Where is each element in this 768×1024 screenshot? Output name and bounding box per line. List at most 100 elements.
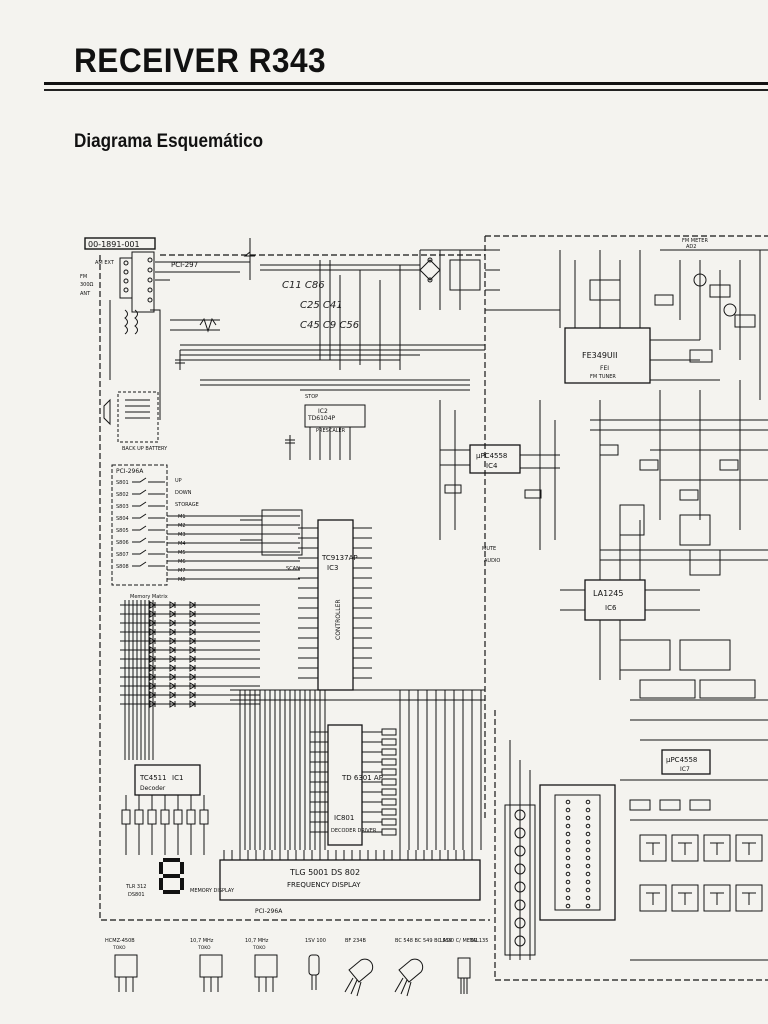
connector-block (671, 834, 699, 862)
diode (169, 691, 176, 699)
ic2-prescaler: IC2 TD6104P PRESCALER STOP (285, 394, 366, 460)
right-side-circuitry (590, 380, 768, 561)
legend-label: BD 135 (470, 938, 488, 944)
switch-label: S805 (116, 528, 129, 534)
resistor (381, 738, 397, 746)
svg-text:C25 C41: C25 C41 (300, 300, 343, 311)
switch (132, 525, 165, 531)
strip-pin (585, 815, 591, 821)
diode-ladder (120, 600, 260, 760)
svg-text:DOWN: DOWN (175, 490, 192, 496)
component-body (398, 958, 424, 983)
title-rule-top (44, 82, 768, 85)
resistor (147, 809, 157, 825)
resistor (381, 818, 397, 826)
diode (169, 700, 176, 708)
legend-label: BF 234B (345, 938, 366, 944)
resistor (381, 778, 397, 786)
svg-text:TC9137AP: TC9137AP (321, 554, 358, 562)
component-leads (258, 977, 274, 992)
svg-text:AM EXT: AM EXT (95, 260, 115, 266)
memory-key-label: M3 (178, 532, 186, 538)
strip-pin (565, 823, 571, 829)
svg-text:300Ω: 300Ω (80, 282, 94, 288)
diode (189, 655, 196, 663)
strip-pin (585, 839, 591, 845)
switch-label: S804 (116, 516, 129, 522)
switch (132, 513, 165, 519)
svg-text:SCAN: SCAN (286, 566, 300, 572)
svg-text:TD6104P: TD6104P (307, 415, 336, 422)
connector-block (735, 884, 763, 912)
svg-text:MUTE: MUTE (482, 546, 496, 552)
ic4: μPC4558 IC4 MUTE AUDIO (439, 400, 560, 564)
strip-pin (585, 799, 591, 805)
memory-key-label: M1 (178, 514, 186, 520)
legend-label: HCMZ-450B (105, 938, 135, 944)
strip-pin (585, 895, 591, 901)
diode (169, 601, 176, 609)
fm-meter: FM METER AD2 (654, 238, 768, 400)
diode (169, 646, 176, 654)
svg-text:UP: UP (175, 478, 182, 484)
svg-text:TC4511: TC4511 (139, 774, 167, 782)
legend-sublabel: TOKO (197, 945, 211, 951)
switch-label: S806 (116, 540, 129, 546)
svg-text:AUDIO: AUDIO (484, 558, 500, 564)
strip-pin (565, 887, 571, 893)
diode (189, 664, 196, 672)
resistor (160, 809, 170, 825)
switch-label: S803 (116, 504, 129, 510)
connector-symbol (742, 842, 756, 855)
svg-text:IC3: IC3 (327, 564, 338, 572)
antenna-input: AM EXT FM 300Ω ANT PCI-297 (80, 251, 250, 313)
svg-text:DECODER DRIVER: DECODER DRIVER (331, 828, 377, 834)
connector-symbol (646, 842, 660, 855)
switch (132, 561, 165, 567)
connector-block (639, 834, 667, 862)
diode (189, 646, 196, 654)
diode (169, 610, 176, 618)
resistor (381, 728, 397, 736)
ic3-pins (298, 527, 372, 679)
strip-pin (585, 879, 591, 885)
strip-pin (565, 847, 571, 853)
frequency-display: TLG 5001 DS 802 FREQUENCY DISPLAY PCI-29… (219, 850, 481, 915)
strip-pin (585, 807, 591, 813)
connector-block (703, 884, 731, 912)
svg-text:IC1: IC1 (172, 774, 183, 782)
diode (169, 637, 176, 645)
bus-line (230, 689, 485, 701)
connector-bus (630, 819, 768, 961)
resistor (381, 828, 397, 836)
seven-segment-digit (159, 858, 184, 894)
component-leads (394, 977, 412, 997)
diode (189, 610, 196, 618)
switch (132, 477, 165, 483)
diode (189, 619, 196, 627)
svg-text:TLR 312: TLR 312 (125, 884, 146, 890)
legend-label: 1SV 100 (305, 938, 326, 944)
component-leads (460, 978, 468, 994)
svg-text:IC7: IC7 (680, 766, 690, 773)
svg-text:LA1245: LA1245 (593, 589, 623, 598)
diode (189, 628, 196, 636)
svg-text:BACK UP BATTERY: BACK UP BATTERY (122, 446, 168, 452)
decoder-resistors (121, 795, 209, 855)
board-label-pci296: PCI-296A (116, 468, 144, 475)
strip-pin (565, 799, 571, 805)
connector-block (703, 834, 731, 862)
strip-pin (585, 823, 591, 829)
scan-osc: SCAN (240, 509, 303, 572)
strip-pin (565, 839, 571, 845)
svg-text:FEI: FEI (600, 365, 609, 372)
svg-text:MEMORY DISPLAY: MEMORY DISPLAY (190, 888, 235, 894)
handwritten-notes: C11 C86 C25 C41 C45 C9 C56 (282, 280, 359, 331)
svg-text:μPC4558: μPC4558 (476, 452, 507, 460)
switch-label: S807 (116, 552, 129, 558)
svg-text:FE349UII: FE349UII (582, 351, 618, 360)
resistor (121, 809, 131, 825)
svg-text:STORAGE: STORAGE (175, 502, 199, 508)
svg-text:CONTROLLER: CONTROLLER (335, 599, 342, 640)
